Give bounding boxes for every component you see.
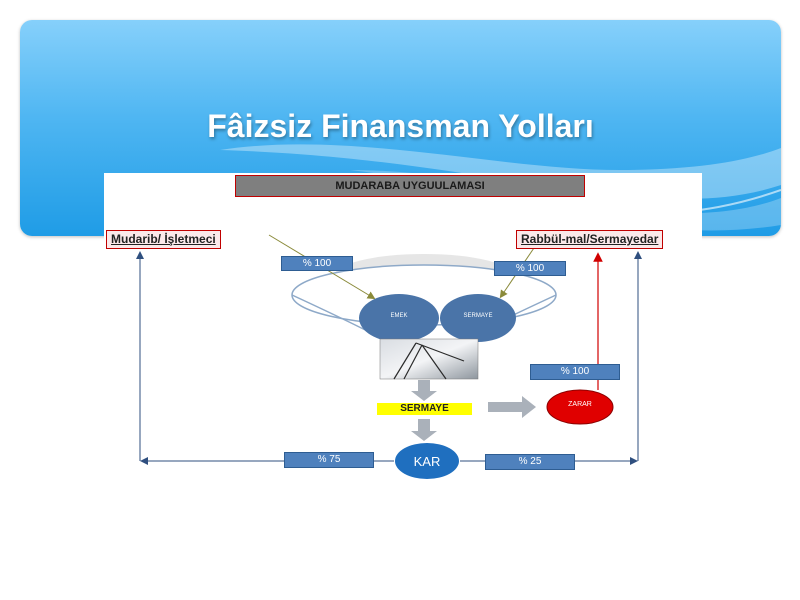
left-profit-share-box: % 75 [284, 452, 374, 468]
crane-photo [379, 338, 479, 380]
mudaraba-header: MUDARABA UYGUULAMASI [235, 175, 585, 197]
mudaraba-diagram: MUDARABA UYGUULAMASI Mudarib/ İşletmeci … [104, 173, 702, 483]
profit-arrowhead-right [630, 457, 638, 465]
kar-circle [395, 443, 459, 479]
emek-oval [359, 294, 439, 342]
zarar-circle [546, 389, 614, 425]
zarar-label: ZARAR [568, 401, 592, 408]
zarar-share-box: % 100 [530, 364, 620, 380]
down-arrow-1 [411, 380, 437, 401]
down-arrow-2 [411, 419, 437, 441]
diagram-graphics [136, 234, 642, 479]
sermaye-oval [440, 294, 516, 342]
right-profit-share-box: % 25 [485, 454, 575, 470]
sermaye-oval-label: SERMAYE [463, 313, 493, 319]
left-party-label: Mudarib/ İşletmeci [106, 230, 221, 249]
page-title: Fâizsiz Finansman Yolları [207, 108, 594, 144]
emek-share-box: % 100 [281, 256, 353, 271]
right-party-label: Rabbül-mal/Sermayedar [516, 230, 664, 249]
crane-icon [393, 342, 465, 380]
sermaye-share-box: % 100 [494, 261, 566, 276]
kar-label: KAR [413, 454, 441, 469]
sermaye-result-bar: SERMAYE [377, 403, 472, 415]
profit-arrowhead-left [140, 457, 148, 465]
right-arrow-zarar [488, 396, 536, 418]
emek-label: EMEK [390, 313, 408, 319]
